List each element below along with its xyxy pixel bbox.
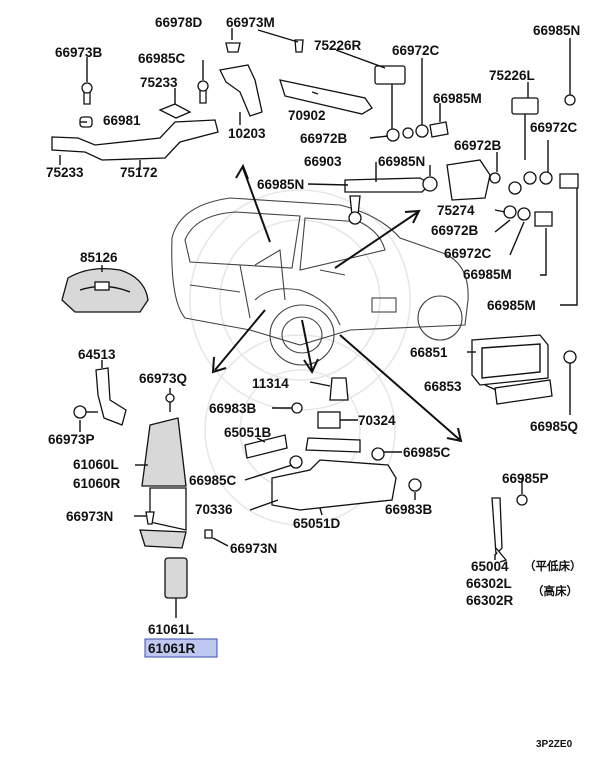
label-66851[interactable]: 66851 <box>410 345 448 360</box>
label-66985P[interactable]: 66985P <box>502 471 549 486</box>
label-11314[interactable]: 11314 <box>252 376 289 391</box>
label-66972C-right[interactable]: 66972C <box>530 120 578 135</box>
label-64513[interactable]: 64513 <box>78 347 116 362</box>
label-66985Q[interactable]: 66985Q <box>530 419 578 434</box>
label-66985C-mid[interactable]: 66985C <box>189 473 237 488</box>
label-66972B-top[interactable]: 66972B <box>300 131 348 146</box>
label-66973M-top[interactable]: 66973M <box>226 15 275 30</box>
part-labels: 66978D 66973M 66973B 66985C 75233 66981 … <box>46 15 582 750</box>
label-65004-note: （平低床） <box>524 559 582 573</box>
label-66972C-top[interactable]: 66972C <box>392 43 440 58</box>
label-66302-note: （高床） <box>532 584 578 598</box>
label-65051D[interactable]: 65051D <box>293 516 341 531</box>
corner-lamp-assembly <box>139 393 213 599</box>
truck-cab-illustration <box>171 197 469 366</box>
label-66985M-right[interactable]: 66985M <box>487 298 536 313</box>
label-65004[interactable]: 65004 <box>471 559 509 574</box>
label-66972C-mid[interactable]: 66972C <box>444 246 492 261</box>
step-plate-85126 <box>61 267 149 313</box>
label-75226R[interactable]: 75226R <box>314 38 362 53</box>
label-66983B-bottom[interactable]: 66983B <box>385 502 433 517</box>
top-left-brackets <box>51 39 304 161</box>
center-lower-parts <box>244 377 422 511</box>
top-center-parts <box>279 65 449 225</box>
label-85126[interactable]: 85126 <box>80 250 118 265</box>
label-66978D[interactable]: 66978D <box>155 15 203 30</box>
label-10203[interactable]: 10203 <box>228 126 266 141</box>
label-61061R[interactable]: 61061R <box>148 641 196 656</box>
label-66972B-mid[interactable]: 66972B <box>431 223 479 238</box>
label-66853[interactable]: 66853 <box>424 379 462 394</box>
label-66302L[interactable]: 66302L <box>466 576 512 591</box>
label-66985M-top[interactable]: 66985M <box>433 91 482 106</box>
label-66972B-right[interactable]: 66972B <box>454 138 502 153</box>
label-66985N-mid[interactable]: 66985N <box>378 154 425 169</box>
label-66985N-left[interactable]: 66985N <box>257 177 304 192</box>
label-66973Q[interactable]: 66973Q <box>139 371 187 386</box>
pointer-arrows <box>211 163 463 443</box>
label-61060L[interactable]: 61060L <box>73 457 119 472</box>
label-66985C-right[interactable]: 66985C <box>403 445 451 460</box>
label-66985C-top[interactable]: 66985C <box>138 51 186 66</box>
label-66302R[interactable]: 66302R <box>466 593 514 608</box>
label-75226L[interactable]: 75226L <box>489 68 535 83</box>
label-66973P[interactable]: 66973P <box>48 432 95 447</box>
label-66973N-left[interactable]: 66973N <box>66 509 113 524</box>
label-75233-top[interactable]: 75233 <box>140 75 178 90</box>
label-66973B[interactable]: 66973B <box>55 45 103 60</box>
label-65051B[interactable]: 65051B <box>224 425 272 440</box>
label-66985N-right[interactable]: 66985N <box>533 23 580 38</box>
label-70902[interactable]: 70902 <box>288 108 326 123</box>
label-75233-bottom[interactable]: 75233 <box>46 165 84 180</box>
bracket-65004 <box>491 494 528 563</box>
leader-lines <box>59 28 578 618</box>
bracket-64513 <box>73 367 127 426</box>
label-66973N-bottom[interactable]: 66973N <box>230 541 277 556</box>
diagram-code: 3P2ZE0 <box>536 739 573 750</box>
top-right-hinge <box>446 94 579 227</box>
label-70336[interactable]: 70336 <box>195 502 233 517</box>
storage-box-66851 <box>471 334 577 405</box>
label-75172[interactable]: 75172 <box>120 165 158 180</box>
selected-part-highlight <box>144 638 218 658</box>
label-75274[interactable]: 75274 <box>437 203 475 218</box>
label-66981[interactable]: 66981 <box>103 113 141 128</box>
label-61061L[interactable]: 61061L <box>148 622 194 637</box>
label-61060R[interactable]: 61060R <box>73 476 121 491</box>
label-66903[interactable]: 66903 <box>304 154 342 169</box>
label-66983B-top[interactable]: 66983B <box>209 401 257 416</box>
label-66985M-mid[interactable]: 66985M <box>463 267 512 282</box>
label-70324[interactable]: 70324 <box>358 413 396 428</box>
